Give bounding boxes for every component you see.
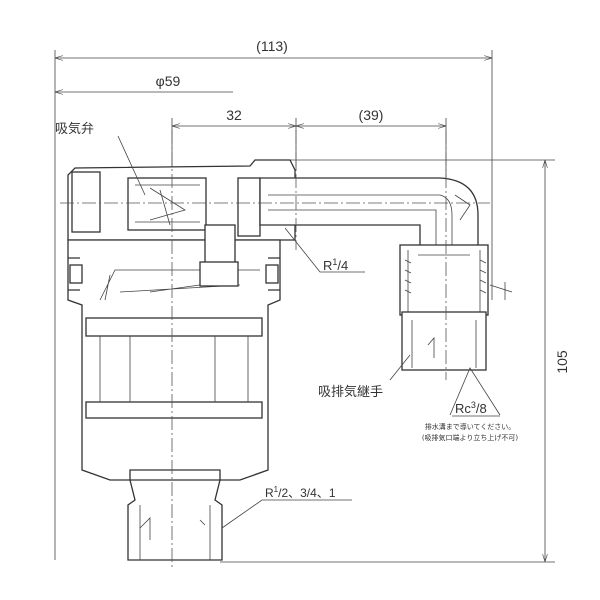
dim-overall-width: (113) — [256, 38, 288, 54]
note-line-1: 排水溝まで導いてください。 — [425, 422, 516, 431]
centerlines — [60, 130, 490, 570]
label-thread-rc38: Rc3/8 — [455, 400, 487, 416]
dim-32: 32 — [226, 107, 242, 123]
label-joint: 吸排気継手 — [318, 384, 383, 400]
label-thread-bottom: R1/2、3/4、1 — [265, 485, 336, 500]
dim-39: (39) — [359, 107, 384, 123]
dimension-lines — [55, 58, 545, 562]
note-line-2: (吸排気口端より立ち上げ不可) — [422, 433, 519, 442]
elbow-joint — [259, 177, 513, 371]
dim-diameter: φ59 — [156, 73, 181, 89]
valve-body — [67, 159, 296, 561]
label-thread-r14: R1/4 — [323, 257, 348, 273]
dim-height: 105 — [554, 350, 570, 374]
label-intake-valve: 吸気弁 — [55, 121, 94, 137]
leader-lines — [117, 135, 501, 529]
